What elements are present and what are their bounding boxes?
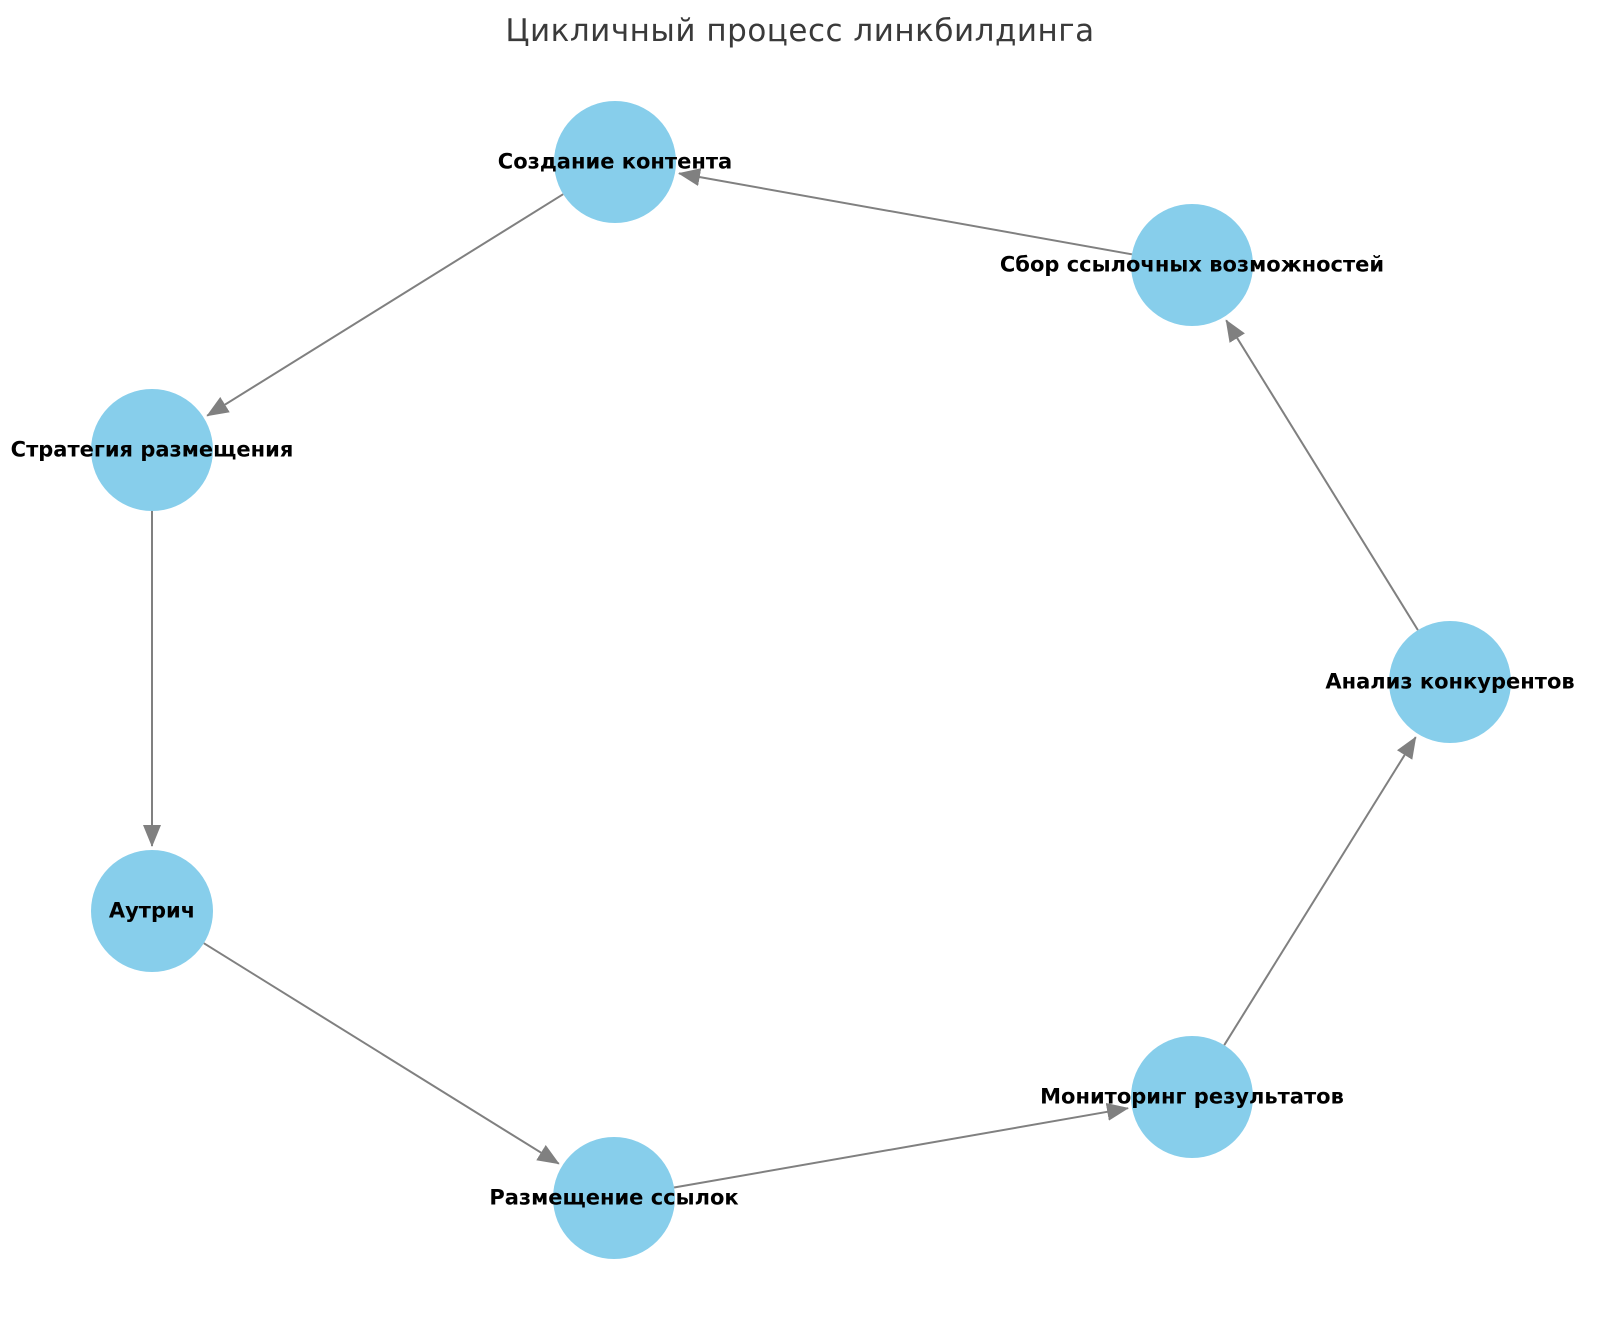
edge-competitor-analysis-to-link-opportunities (1225, 319, 1419, 631)
edge-results-monitoring-to-competitor-analysis (1223, 736, 1417, 1046)
node-label-results-monitoring: Мониторинг результатов (1040, 1084, 1344, 1109)
node-label-link-placement: Размещение ссылок (489, 1185, 739, 1210)
node-link-opportunities (1131, 204, 1253, 326)
edge-content-creation-to-placement-strategy (206, 193, 564, 417)
node-label-link-opportunities: Сбор ссылочных возможностей (999, 252, 1385, 277)
node-content-creation (554, 101, 676, 223)
diagram-title: Цикличный процесс линкбилдинга (505, 13, 1095, 49)
node-placement-strategy (91, 389, 213, 511)
node-link-placement (553, 1137, 675, 1259)
node-label-competitor-analysis: Анализ конкурентов (1325, 669, 1575, 694)
node-outreach (91, 850, 213, 972)
node-competitor-analysis (1389, 621, 1511, 743)
edge-link-opportunities-to-content-creation (678, 168, 1133, 256)
node-results-monitoring (1131, 1036, 1253, 1158)
node-label-content-creation: Создание контента (497, 149, 733, 174)
node-label-outreach: Аутрич (108, 898, 196, 923)
edge-outreach-to-link-placement (203, 942, 560, 1165)
edge-link-placement-to-results-monitoring (673, 1102, 1129, 1189)
node-label-placement-strategy: Стратегия размещения (10, 437, 294, 462)
